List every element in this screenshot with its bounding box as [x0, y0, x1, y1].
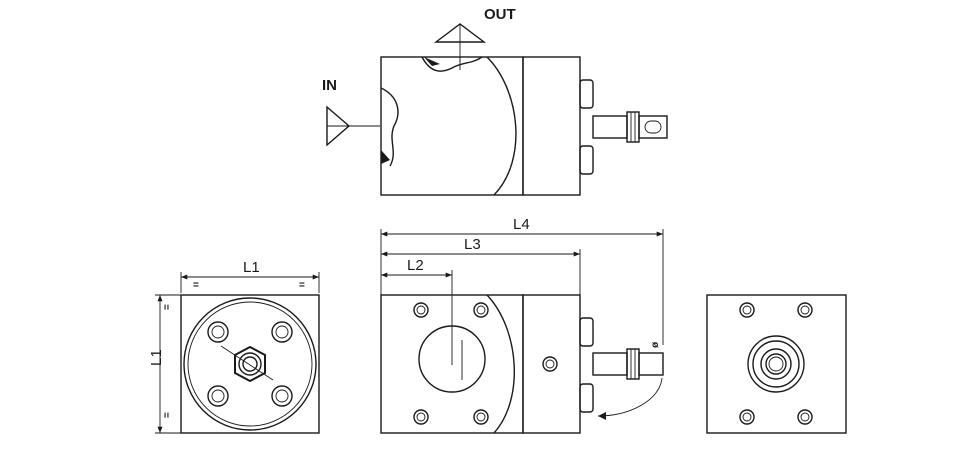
equal-mark-v1: =: [162, 304, 173, 310]
front-outer-circle: [183, 297, 317, 431]
in-flow-arrow: [326, 105, 380, 147]
side-view: L4 L3 L2 ø: [380, 216, 664, 434]
section-break-top: [421, 56, 483, 72]
l2-label: L2: [407, 257, 424, 274]
rear-view: [706, 294, 847, 434]
side-port-circle: [418, 325, 486, 393]
l1-vertical-label: L1: [148, 349, 165, 366]
equal-mark-h2: =: [299, 280, 305, 291]
l3-label: L3: [464, 236, 481, 253]
side-bolt-lower: [579, 383, 594, 413]
side-shaft-nut: [626, 348, 640, 380]
l1-horizontal-label: L1: [243, 259, 260, 276]
diameter-symbol: ø: [650, 341, 661, 348]
top-view: OUT IN: [322, 6, 668, 196]
front-face-square: [180, 294, 320, 434]
side-shaft-collar: [592, 352, 628, 376]
shaft-collar: [592, 115, 628, 139]
rotation-leader: [597, 377, 663, 417]
rear-shaft-rings: [747, 335, 805, 393]
side-shaft-end: [638, 352, 664, 376]
l4-label: L4: [513, 216, 530, 233]
front-view: L1 = = L1 = =: [148, 259, 320, 434]
shaft-nut: [626, 111, 640, 143]
out-label: OUT: [484, 6, 516, 23]
rear-face-square: [706, 294, 847, 434]
out-flow-arrow: [433, 23, 487, 62]
end-cover: [522, 56, 581, 196]
bolt-head-upper: [579, 79, 594, 109]
hatch-mark: [424, 57, 440, 66]
side-bore-curve: [486, 294, 516, 434]
side-cover: [522, 294, 581, 434]
section-break-left: [380, 87, 399, 167]
front-bolt-holes: [207, 321, 293, 407]
equal-mark-h1: =: [193, 280, 199, 291]
rear-bolt-holes: [739, 302, 813, 425]
shaft-end: [638, 115, 668, 139]
side-bolt-holes: [413, 302, 558, 425]
bolt-head-lower: [579, 145, 594, 175]
hatch-mark-2: [381, 150, 390, 164]
in-label: IN: [322, 77, 337, 94]
side-bolt-upper: [579, 317, 594, 347]
equal-mark-v2: =: [162, 412, 173, 418]
front-shaft-hex: [220, 345, 274, 383]
bore-curve: [486, 56, 517, 196]
shaft-keyway: [644, 120, 662, 134]
